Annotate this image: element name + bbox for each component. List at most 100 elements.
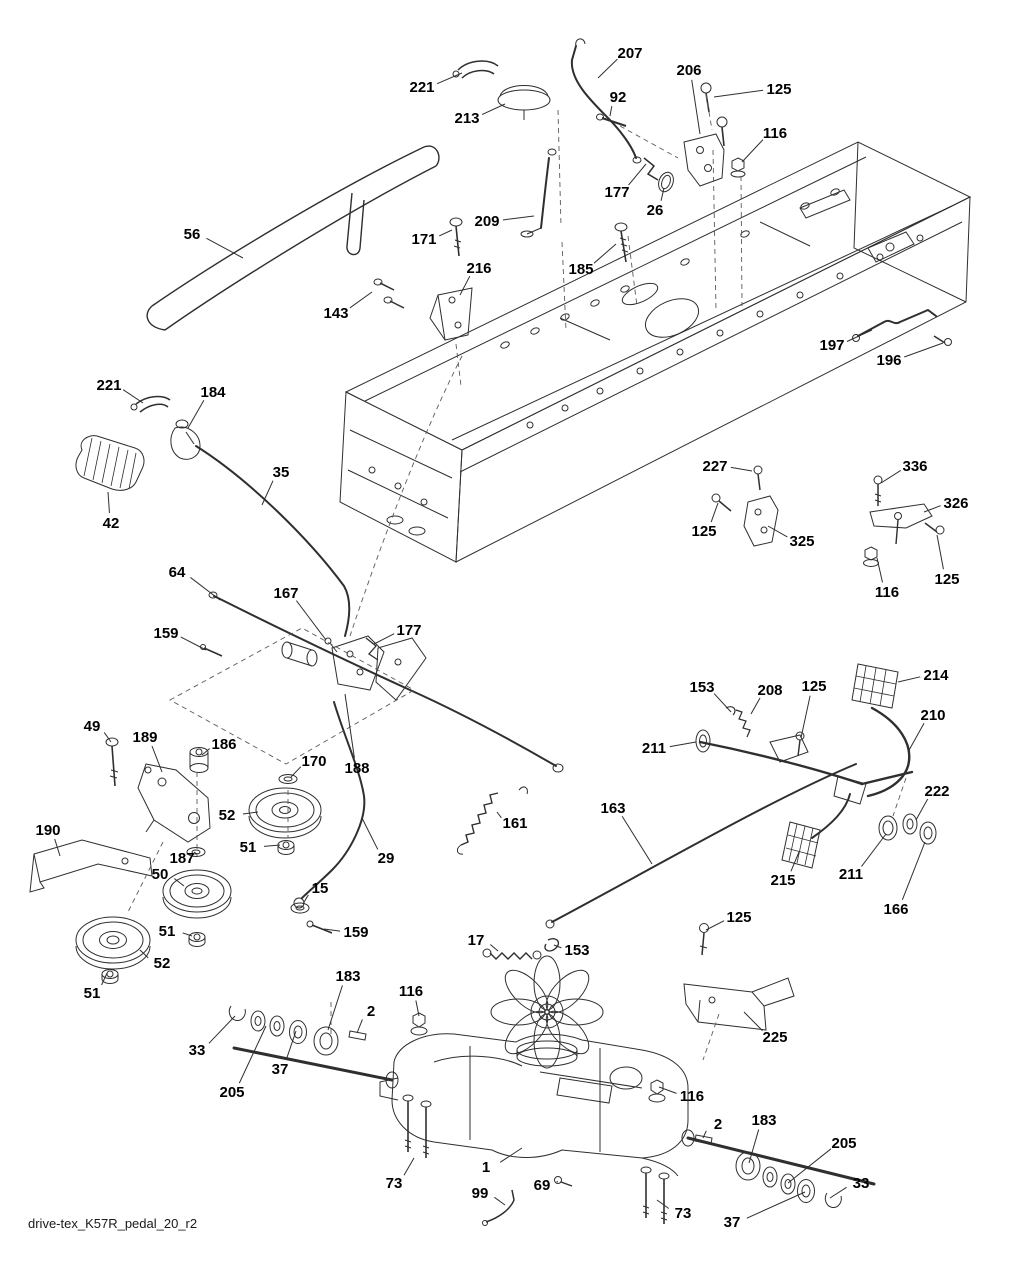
callout-208: 208 [757,682,782,699]
callout-leader-99 [494,1196,506,1206]
callout-leader-189 [151,745,163,773]
callout-leader-325 [767,525,788,538]
callout-leader-159 [323,928,341,932]
callout-125: 125 [801,678,826,695]
callout-92: 92 [610,89,627,106]
frame-rod-and-bolt [852,308,952,346]
callout-125: 125 [726,909,751,926]
callout-143: 143 [323,305,348,322]
callout-leader-116 [658,1086,677,1094]
callout-leader-211 [669,741,697,748]
callout-210: 210 [920,707,945,724]
lift-handle-group [75,395,564,773]
callout-leader-211 [861,833,887,867]
callout-leader-207 [597,58,618,79]
drive-belt [146,145,440,331]
callout-leader-221 [122,389,144,404]
callout-leader-205 [787,1148,832,1184]
callout-leader-153 [553,944,562,949]
callout-163: 163 [600,800,625,817]
callout-227: 227 [702,458,727,475]
callout-177: 177 [396,622,421,639]
callout-205: 205 [219,1084,244,1101]
callout-153: 153 [689,679,714,696]
callout-leader-51 [263,844,281,847]
callout-leader-116 [876,557,883,583]
callout-221: 221 [96,377,121,394]
callout-2: 2 [714,1116,722,1133]
callout-26: 26 [647,202,664,219]
callout-leader-33 [829,1186,847,1199]
callout-159: 159 [153,625,178,642]
callout-52: 52 [154,955,171,972]
callout-49: 49 [84,718,101,735]
callout-leader-188 [344,693,355,759]
callout-37: 37 [272,1061,289,1078]
callout-leader-37 [285,1030,297,1060]
callout-35: 35 [273,464,290,481]
callout-leader-208 [750,697,761,715]
callout-125: 125 [766,81,791,98]
callout-leader-206 [691,79,701,135]
callout-leader-209 [502,215,535,221]
callout-leader-35 [261,480,274,506]
callout-leader-116 [741,139,764,163]
callout-leader-125 [705,920,725,931]
callout-170: 170 [301,753,326,770]
callout-leader-153 [713,693,732,713]
callout-64: 64 [169,564,186,581]
callout-196: 196 [876,352,901,369]
callout-73: 73 [386,1175,403,1192]
callout-225: 225 [762,1029,787,1046]
callout-211: 211 [839,866,863,883]
callout-171: 171 [411,231,436,248]
callout-216: 216 [466,260,491,277]
pedal-group [695,663,937,869]
callout-177: 177 [604,184,629,201]
callout-52: 52 [219,807,236,824]
callout-leader-52 [139,949,149,959]
callout-33: 33 [189,1042,206,1059]
callout-leader-190 [54,838,61,857]
callout-leader-222 [915,798,929,821]
callout-29: 29 [378,850,395,867]
callout-197: 197 [819,337,844,354]
callout-leader-183 [327,985,343,1031]
callout-leader-73 [403,1157,415,1176]
callout-leader-214 [897,676,921,683]
callout-159: 159 [343,924,368,941]
callout-leader-167 [295,600,327,641]
callout-2: 2 [367,1003,375,1020]
callout-leader-26 [660,187,665,201]
callout-leader-185 [593,243,617,264]
callout-leader-51 [182,932,193,937]
callout-leader-183 [748,1129,760,1164]
callout-leader-216 [459,275,471,296]
callout-42: 42 [103,515,120,532]
callout-125: 125 [934,571,959,588]
callout-leader-2 [356,1019,363,1034]
chassis-frame [339,141,972,563]
callout-leader-42 [107,491,110,514]
callout-207: 207 [617,45,642,62]
callout-187: 187 [169,850,194,867]
callout-116: 116 [763,125,787,142]
callout-161: 161 [502,815,527,832]
support-brackets [711,465,945,567]
callout-325: 325 [789,533,814,550]
callout-125: 125 [691,523,716,540]
callout-leader-161 [496,811,502,819]
callout-leader-225 [743,1011,763,1032]
callout-leader-125 [713,89,764,98]
callout-15: 15 [312,880,329,897]
callout-leader-326 [923,505,941,513]
callout-leader-177 [373,633,395,645]
cooling-fan [490,955,604,1069]
transaxle-group [228,923,876,1226]
callout-leader-73 [656,1199,669,1209]
callout-51: 51 [240,839,257,856]
callout-leader-92 [609,106,613,117]
callout-leader-171 [439,229,453,237]
